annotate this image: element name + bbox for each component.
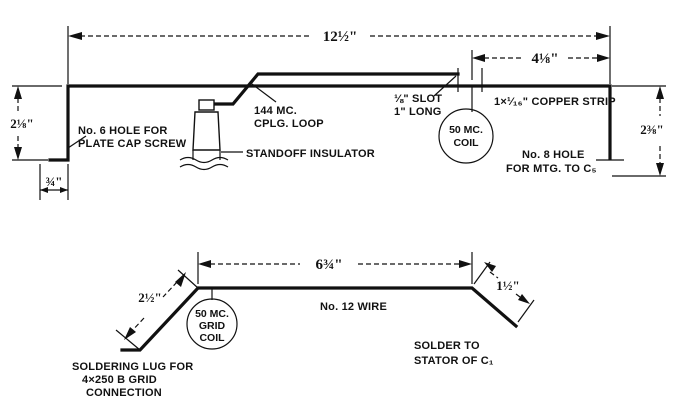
center-length-dimension: [197, 252, 473, 284]
coupling-loop-label-line2: CPLG. LOOP: [254, 118, 324, 130]
solder-stator-label-line1: SOLDER TO: [414, 340, 480, 352]
coil-50mc-icon: [438, 86, 494, 164]
right-segment-dimension: [471, 50, 610, 80]
grid-coil-label-line1: 50 MC.: [195, 308, 229, 320]
solder-stator-label-line2: STATOR OF C₁: [414, 355, 494, 367]
coil-label-line1: 50 MC.: [449, 124, 483, 136]
grid-coil-label-line2: GRID: [199, 320, 226, 332]
tab-width-dimension: [39, 164, 69, 200]
bottom-assembly: 50 MC. GRID COIL 6¾" 2½": [72, 252, 535, 399]
coupling-loop-leader: [251, 83, 277, 103]
copper-strip-label: 1×¹⁄₁₆" COPPER STRIP: [494, 96, 616, 108]
soldering-lug-label-line1: SOLDERING LUG FOR: [72, 361, 193, 373]
plate-cap-label-line2: PLATE CAP SCREW: [78, 138, 187, 150]
right-height-label: 2⅜": [640, 122, 663, 137]
coupling-loop-label-line1: 144 MC.: [254, 105, 297, 117]
grid-coil-icon: [186, 288, 238, 350]
standoff-insulator-icon: [179, 99, 229, 171]
mtg-hole-label-line1: No. 8 HOLE: [522, 149, 585, 161]
standoff-label: STANDOFF INSULATOR: [246, 148, 375, 160]
center-length-label: 6¾": [315, 257, 342, 273]
top-assembly: 50 MC. COIL 12½" 4⅛": [10, 26, 666, 200]
right-leg-dimension: [473, 261, 535, 323]
overall-length-label: 12½": [323, 29, 358, 45]
plate-cap-hole-leader: [67, 135, 87, 149]
soldering-lug-label-line2: 4×250 B GRID: [82, 374, 157, 386]
mtg-hole-label-line2: FOR MTG. TO C₅: [506, 163, 597, 175]
tab-width-label: ¾": [46, 174, 63, 189]
copper-strip-outline: [48, 84, 612, 162]
left-leg-dimension: [115, 269, 199, 351]
plate-cap-label-line1: No. 6 HOLE FOR: [78, 125, 168, 137]
soldering-lug-label-line3: CONNECTION: [86, 387, 162, 399]
right-segment-label: 4⅛": [531, 51, 558, 67]
overall-length-dimension: [67, 26, 611, 84]
coupling-loop: [206, 72, 460, 106]
left-height-label: 2⅛": [10, 116, 33, 131]
coil-label-line2: COIL: [453, 137, 479, 149]
slot-label-line2: 1" LONG: [394, 106, 442, 118]
grid-coil-label-line3: COIL: [199, 332, 225, 344]
wire-label: No. 12 WIRE: [320, 301, 387, 313]
left-height-dimension: [12, 85, 62, 161]
slot-label-line1: ⅛" SLOT: [394, 93, 442, 105]
left-leg-label: 2½": [138, 290, 161, 305]
right-height-dimension: [612, 85, 666, 177]
slot-leader: [433, 75, 457, 97]
right-leg-label: 1½": [496, 278, 519, 293]
